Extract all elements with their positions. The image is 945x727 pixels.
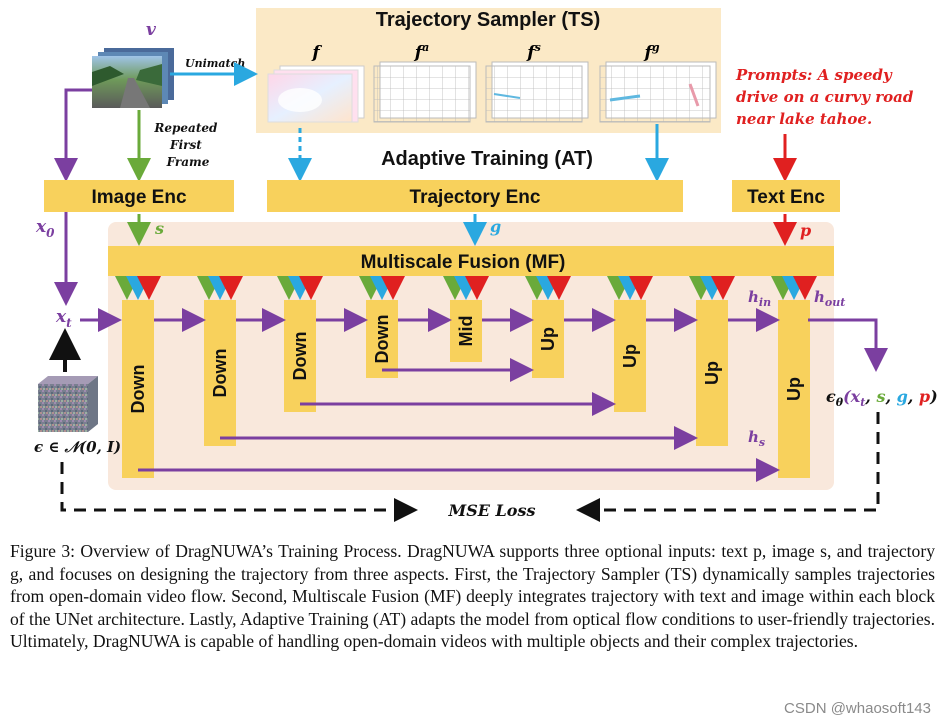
label-h-in: hin <box>748 288 771 309</box>
unet-block-label-2: Down <box>290 332 310 381</box>
unet-block-label-6: Up <box>620 344 640 368</box>
svg-text:fs: fs <box>526 41 541 63</box>
svg-text:fa: fa <box>414 41 429 63</box>
text-enc-box <box>732 180 840 212</box>
noise-cube <box>38 376 98 432</box>
noise-label: ϵ ∈ 𝒩(0, I) <box>34 438 121 456</box>
image-enc-label: Image Enc <box>91 187 186 208</box>
prompt-text: Prompts: A speedy drive on a curvy road … <box>735 66 919 128</box>
video-to-x0-arrow <box>54 88 92 182</box>
flow-f <box>267 65 365 123</box>
mse-loss-label: MSE Loss <box>448 501 536 520</box>
flow-labels: f fa fs fg <box>311 41 659 63</box>
unet-block-8 <box>778 300 810 478</box>
multiscale-fusion-box <box>108 246 834 276</box>
symbol-xt: xt <box>55 307 72 330</box>
unet-block-7 <box>696 300 728 446</box>
unet-block-label-8: Up <box>784 377 804 401</box>
output-arrow <box>808 318 888 372</box>
label-h-s: hs <box>748 428 765 449</box>
unet-block-label-1: Down <box>210 349 230 398</box>
fusion-arrows <box>115 276 817 300</box>
unet-block-5 <box>532 300 564 378</box>
video-label: v <box>146 20 157 40</box>
svg-text:f: f <box>311 43 322 63</box>
image-enc-box <box>44 180 234 212</box>
unet-block-label-4: Mid <box>456 316 476 347</box>
symbol-x0: x0 <box>35 217 55 240</box>
unet-block-1 <box>204 300 236 446</box>
unet-block-0 <box>122 300 154 478</box>
multiscale-fusion-label: Multiscale Fusion (MF) <box>361 252 566 273</box>
figure-caption: Figure 3: Overview of DragNUWA’s Trainin… <box>10 541 935 651</box>
unet-block-label-0: Down <box>128 365 148 414</box>
unet-block-label-7: Up <box>702 361 722 385</box>
symbol-p: p <box>800 221 811 240</box>
training-diagram: Trajectory Sampler (TS) v Unimatch f f <box>34 8 938 522</box>
unimatch-label: Unimatch <box>185 57 245 70</box>
trajectory-enc-box <box>267 180 683 212</box>
unet-block-6 <box>614 300 646 412</box>
watermark: CSDN @whaosoft143 <box>784 700 931 717</box>
trajectory-sampler-title: Trajectory Sampler (TS) <box>376 9 601 31</box>
flow-fa <box>373 61 477 123</box>
label-h-out: hout <box>814 288 845 309</box>
text-enc-label: Text Enc <box>747 187 825 208</box>
unet-block-4 <box>450 300 482 362</box>
symbol-s: s <box>154 219 164 238</box>
unet-block-3 <box>366 300 398 378</box>
svg-text:fg: fg <box>643 41 659 63</box>
trajectory-enc-label: Trajectory Enc <box>410 187 541 208</box>
epsilon-theta-output: ϵθ(xt, s, g, p) <box>826 387 938 409</box>
repeated-first-frame-label: Repeated First Frame <box>153 121 221 169</box>
video-frames <box>92 48 174 108</box>
unet-block-label-3: Down <box>372 315 392 364</box>
mse-left-dashed <box>60 462 418 522</box>
unet-block-2 <box>284 300 316 412</box>
flow-fg <box>599 61 717 123</box>
unet-block-label-5: Up <box>538 327 558 351</box>
flow-fs <box>485 61 589 123</box>
adaptive-training-title: Adaptive Training (AT) <box>381 148 593 170</box>
symbol-g: g <box>490 217 501 236</box>
